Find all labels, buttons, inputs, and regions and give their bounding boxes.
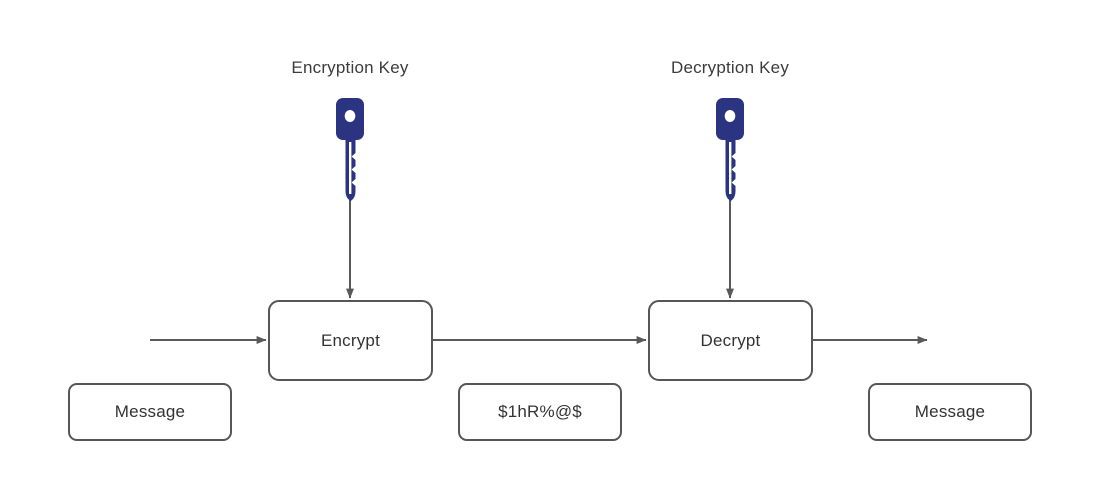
plaintext-output-label: Message (914, 402, 986, 421)
decryption-key-icon (707, 98, 753, 207)
encryption-key-label: Encryption Key (291, 58, 409, 77)
encrypt-box-label: Encrypt (320, 330, 381, 350)
ciphertext-label: $1hR%@$ (498, 402, 582, 421)
plaintext-input-box[interactable]: Message (68, 383, 232, 441)
plaintext-input-label: Message (114, 402, 186, 421)
decrypt-box-label: Decrypt (700, 330, 761, 350)
plaintext-output-box[interactable]: Message (868, 383, 1032, 441)
decrypt-box[interactable]: Decrypt (648, 300, 813, 381)
encrypt-box[interactable]: Encrypt (268, 300, 433, 381)
encryption-key-icon (327, 98, 373, 207)
decryption-key-label: Decryption Key (670, 58, 790, 77)
ciphertext-box[interactable]: $1hR%@$ (458, 383, 622, 441)
